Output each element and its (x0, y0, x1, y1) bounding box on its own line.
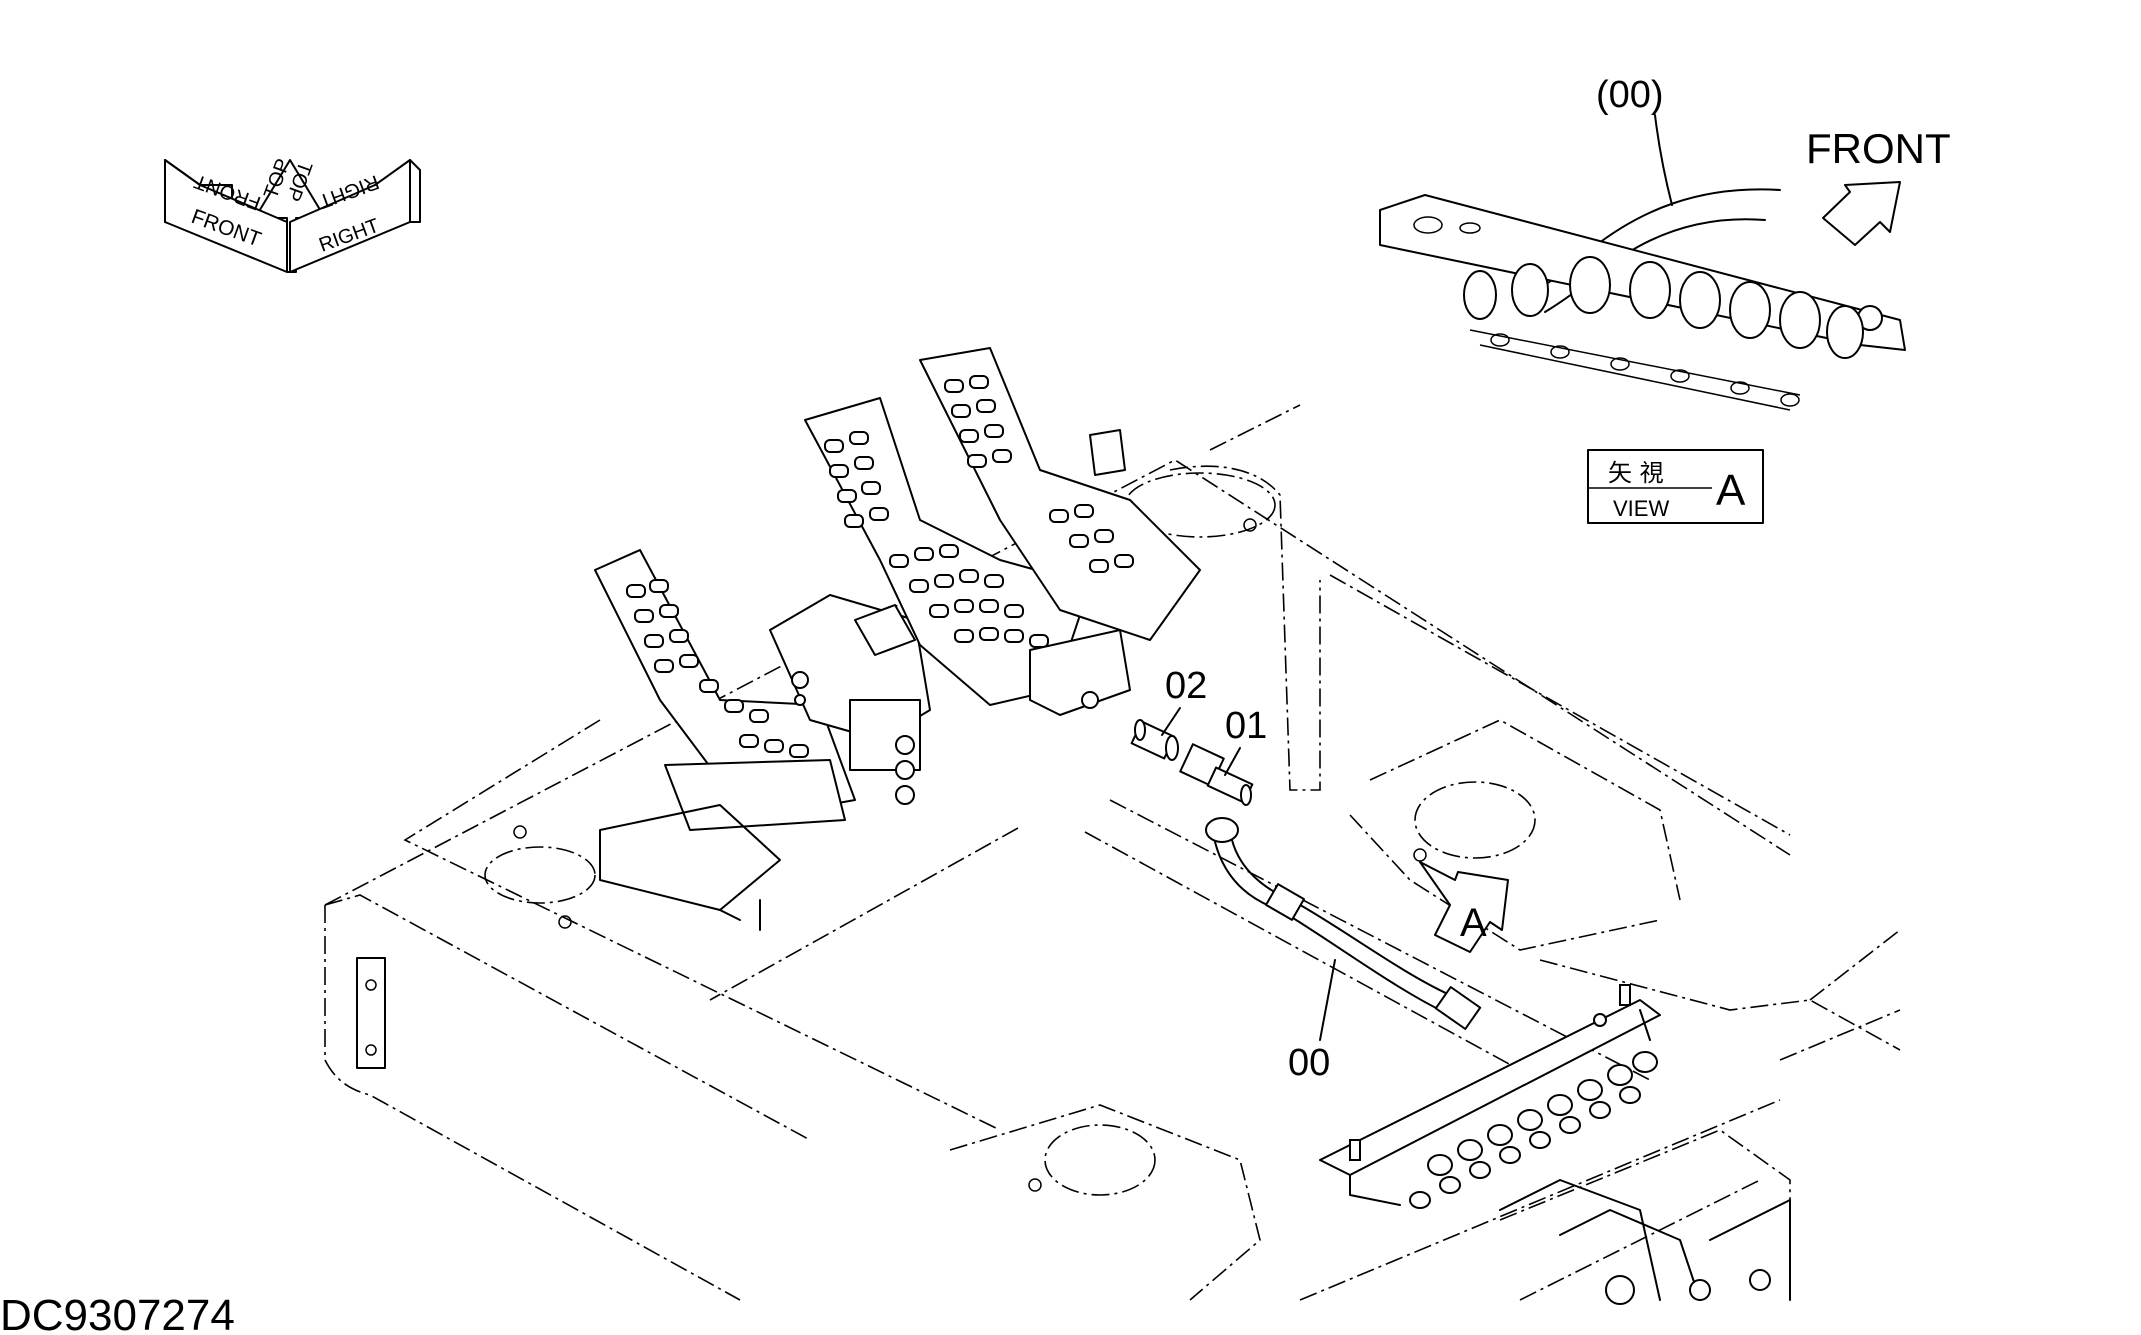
view-a-box: 矢 視 VIEW A (1587, 449, 1764, 524)
front-direction-arrow (1822, 181, 1901, 246)
callout-02: 02 (1165, 665, 1207, 707)
fitting-01 (1179, 743, 1254, 806)
view-letter: A (1716, 466, 1746, 515)
front-direction-label: FRONT (1806, 125, 1951, 172)
view-label: VIEW (1613, 496, 1669, 521)
frame-stopper-block (356, 957, 386, 1069)
drawing-number: DC9307274 (0, 1291, 235, 1335)
fitting-02 (1130, 719, 1179, 761)
callout-00-leader (1319, 959, 1336, 1041)
detail-fittings (1463, 256, 1864, 411)
pedal-center-valve (769, 594, 931, 805)
pedal-left (594, 549, 856, 931)
orientation-icon: FRONT FRONT TOP TOP RIGHT RIGHT (164, 156, 421, 273)
callout-00: 00 (1288, 1042, 1330, 1084)
callout-01: 01 (1225, 705, 1267, 747)
callout-02-leader (1161, 707, 1181, 736)
view-arrow-letter: A (1460, 901, 1487, 945)
lower-right-components (1499, 1179, 1791, 1305)
detail-view-a: (00) FRONT (1379, 74, 1951, 411)
pedal-right (919, 347, 1201, 716)
manifold-bar (1319, 984, 1661, 1209)
machine-frame (324, 404, 1901, 1301)
hose-detail-callout: (00) (1596, 74, 1664, 116)
view-a-arrow: A (1419, 861, 1509, 953)
pedal-middle (804, 397, 1091, 706)
hose-00 (1205, 817, 1482, 1030)
view-kanji: 矢 視 (1608, 459, 1664, 487)
callout-01-leader (1224, 747, 1241, 776)
hose-detail-leader (1654, 114, 1673, 206)
